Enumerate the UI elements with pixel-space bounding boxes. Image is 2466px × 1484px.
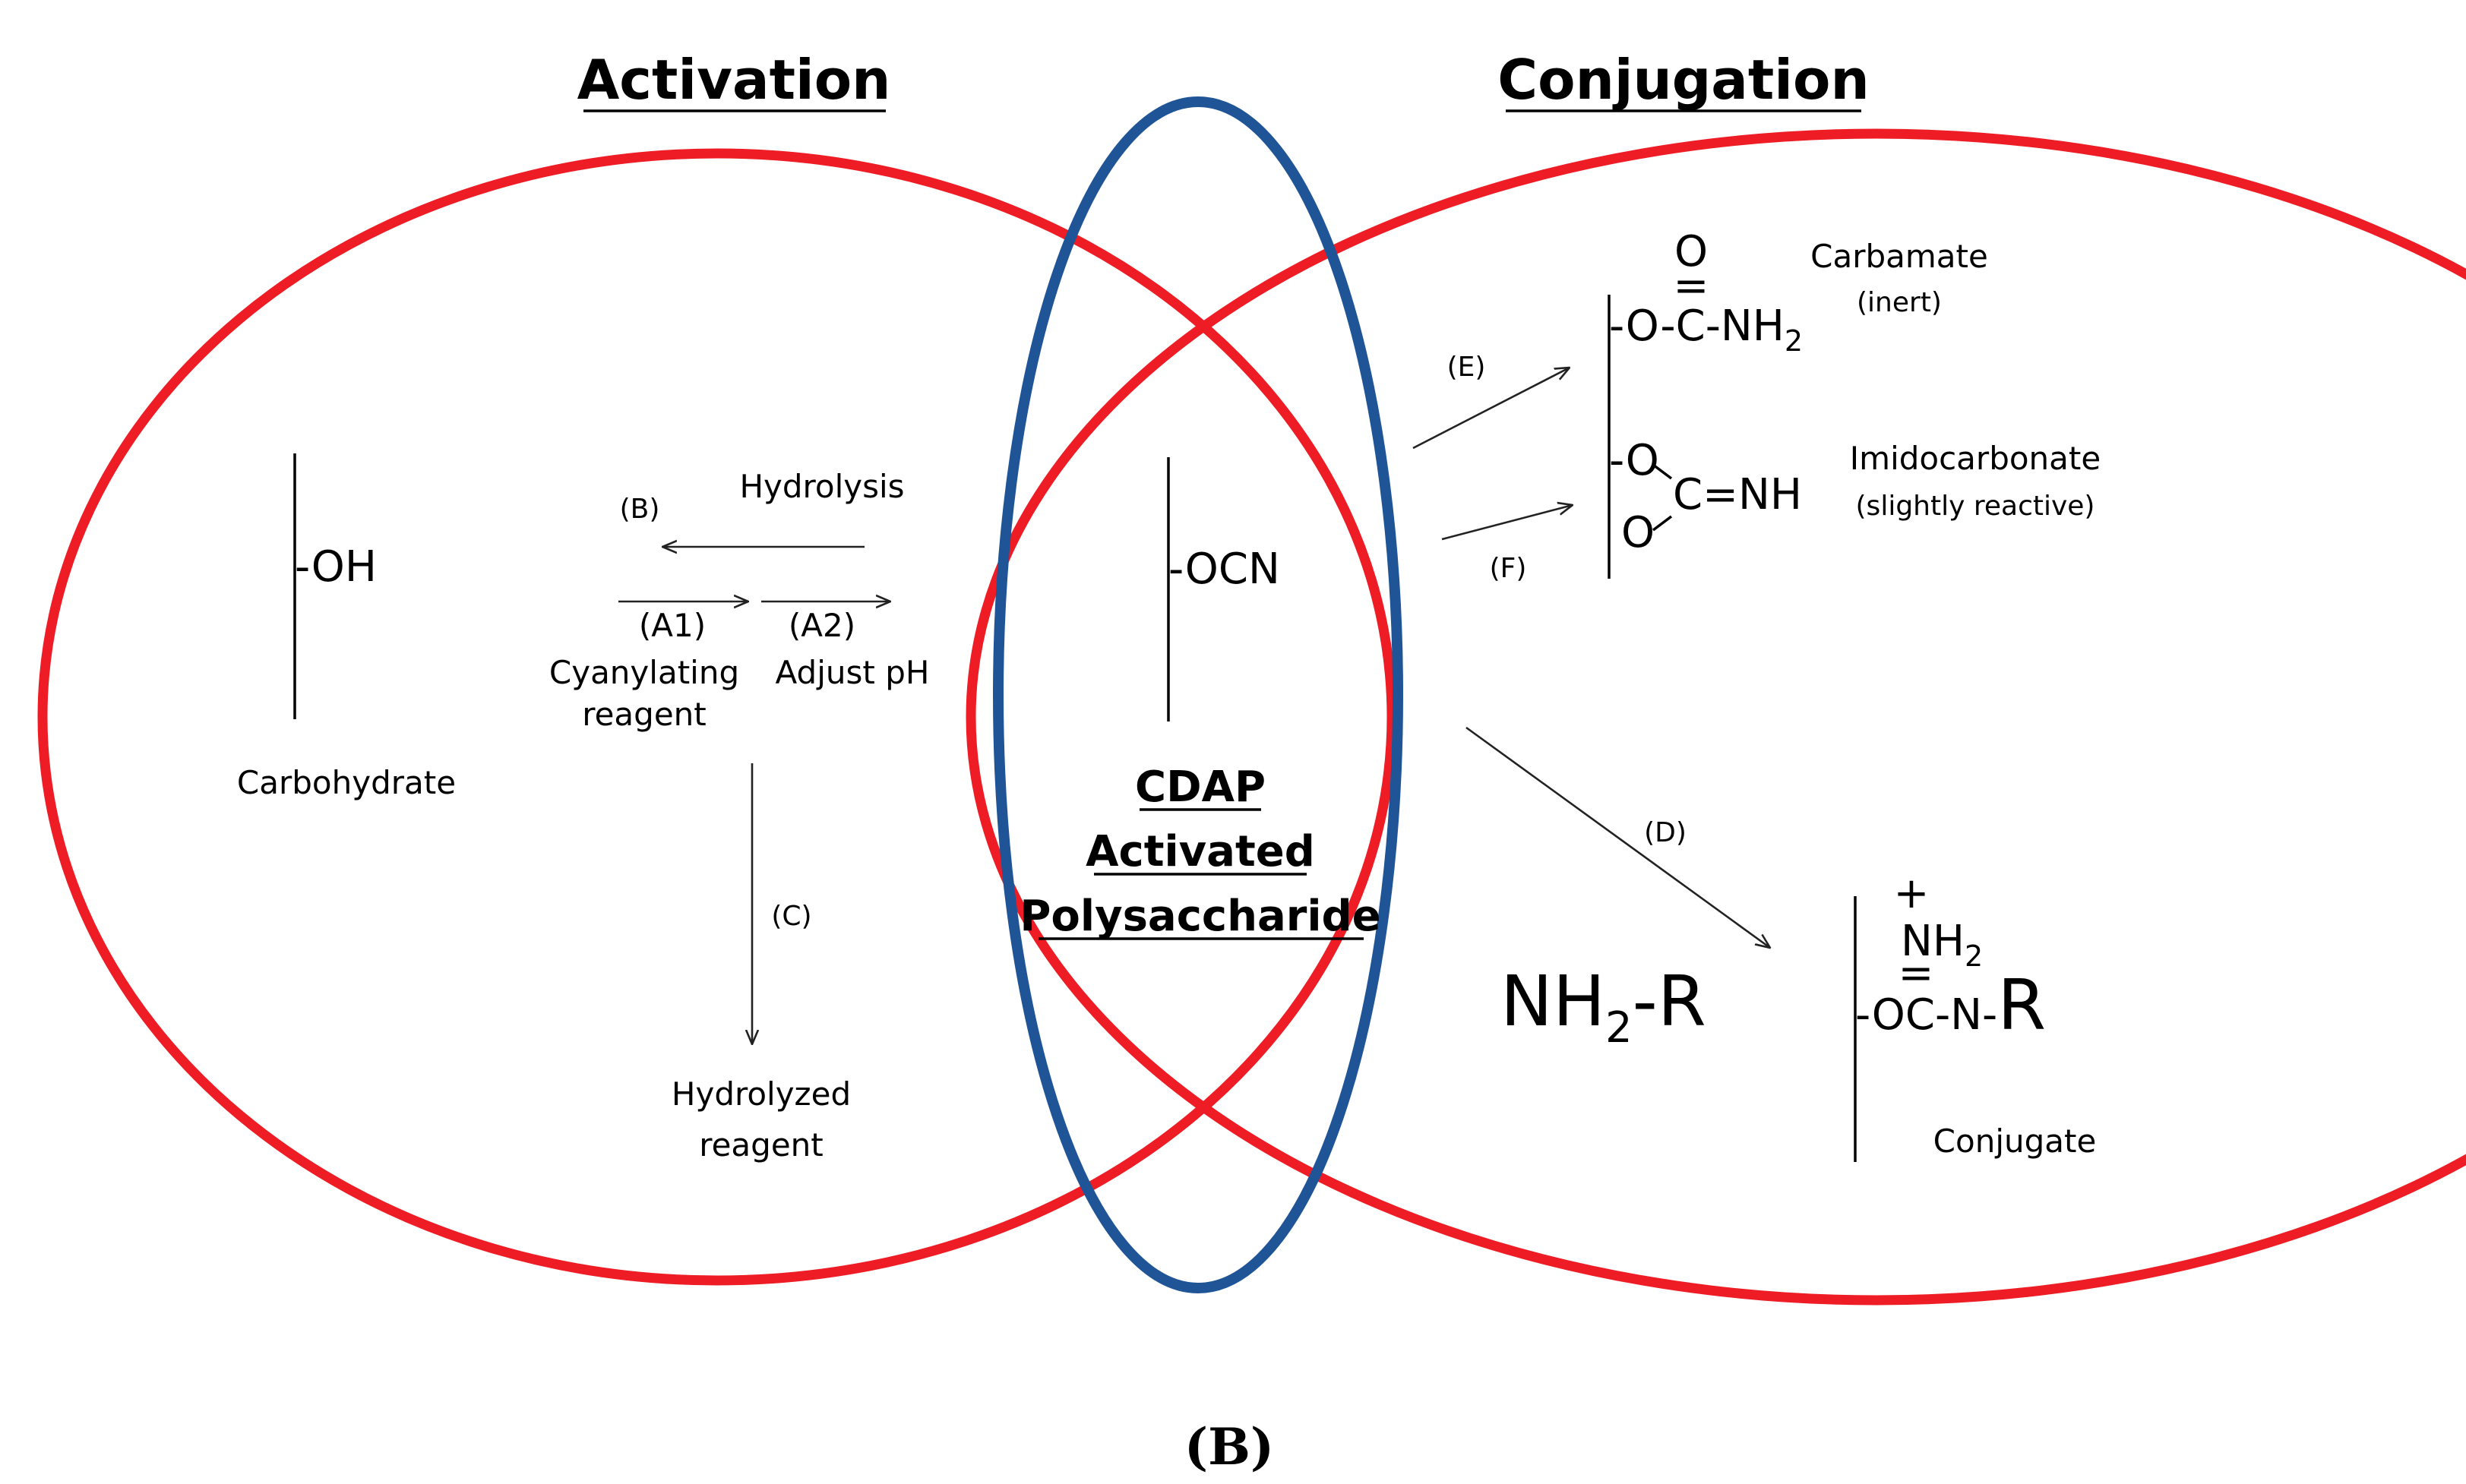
- cyanylating-label-2: reagent: [582, 696, 707, 733]
- carbamate-double-bond: =: [1674, 261, 1709, 311]
- conjugation-ellipse: [966, 128, 2466, 1306]
- conjugate-plus: +: [1894, 869, 1930, 918]
- imidocarbonate-bond-1: [1652, 463, 1673, 480]
- cdap-label-1: CDAP: [1135, 763, 1266, 812]
- imidocarbonate-cnh: C=NH: [1673, 470, 1802, 519]
- cyanylating-label-1: Cyanylating: [549, 654, 739, 691]
- step-e-label: (E): [1447, 352, 1486, 383]
- cdap-label-3: Polysaccharide: [1020, 892, 1380, 941]
- carbamate-note: (inert): [1857, 287, 1942, 318]
- conjugate-label: Conjugate: [1933, 1122, 2097, 1160]
- imidocarbonate-bond-2: [1652, 515, 1673, 532]
- carbamate-formula: -O-C-NH2: [1609, 302, 1803, 358]
- conjugate-double-bond: =: [1899, 949, 1934, 998]
- step-f-label: (F): [1490, 553, 1527, 584]
- step-b-label: (B): [620, 494, 660, 525]
- activation-heading: Activation: [577, 48, 891, 112]
- arrow-e: [1412, 368, 1570, 450]
- arrow-d: [1465, 726, 1770, 948]
- imidocarbonate-name: Imidocarbonate: [1850, 440, 2101, 477]
- imidocarbonate-oxygen-2: O: [1621, 508, 1655, 557]
- hydrolyzed-label-2: reagent: [699, 1126, 824, 1164]
- imidocarbonate-oxygen-1: -O: [1609, 436, 1659, 485]
- conjugate-formula: -OC-N-R: [1855, 965, 2046, 1046]
- step-a1-label: (A1): [639, 607, 706, 644]
- cdap-ellipse: [993, 96, 1403, 1293]
- activation-ellipse: [37, 148, 1397, 1286]
- carbamate-name: Carbamate: [1810, 238, 1988, 275]
- hydrolyzed-label-1: Hydrolyzed: [672, 1075, 851, 1113]
- ocn-group: -OCN: [1168, 545, 1280, 594]
- imidocarbonate-note: (slightly reactive): [1856, 491, 2095, 522]
- arrow-f: [1441, 505, 1573, 541]
- cdap-label-2: Activated: [1086, 827, 1315, 876]
- panel-label: (B): [1184, 1417, 1274, 1476]
- carbohydrate-label: Carbohydrate: [237, 764, 456, 801]
- step-c-label: (C): [771, 901, 811, 932]
- conjugation-heading: Conjugation: [1497, 48, 1869, 112]
- carbamate-oxygen: O: [1674, 227, 1708, 276]
- conjugate-nh2: NH2: [1901, 917, 1983, 973]
- step-d-label: (D): [1644, 817, 1687, 848]
- amine-reagent: NH2-R: [1500, 961, 1706, 1053]
- step-a2-label: (A2): [789, 607, 855, 644]
- carbohydrate-hydroxyl: -OH: [295, 542, 377, 592]
- hydrolysis-label: Hydrolysis: [739, 468, 904, 505]
- adjust-ph-label: Adjust pH: [776, 654, 930, 691]
